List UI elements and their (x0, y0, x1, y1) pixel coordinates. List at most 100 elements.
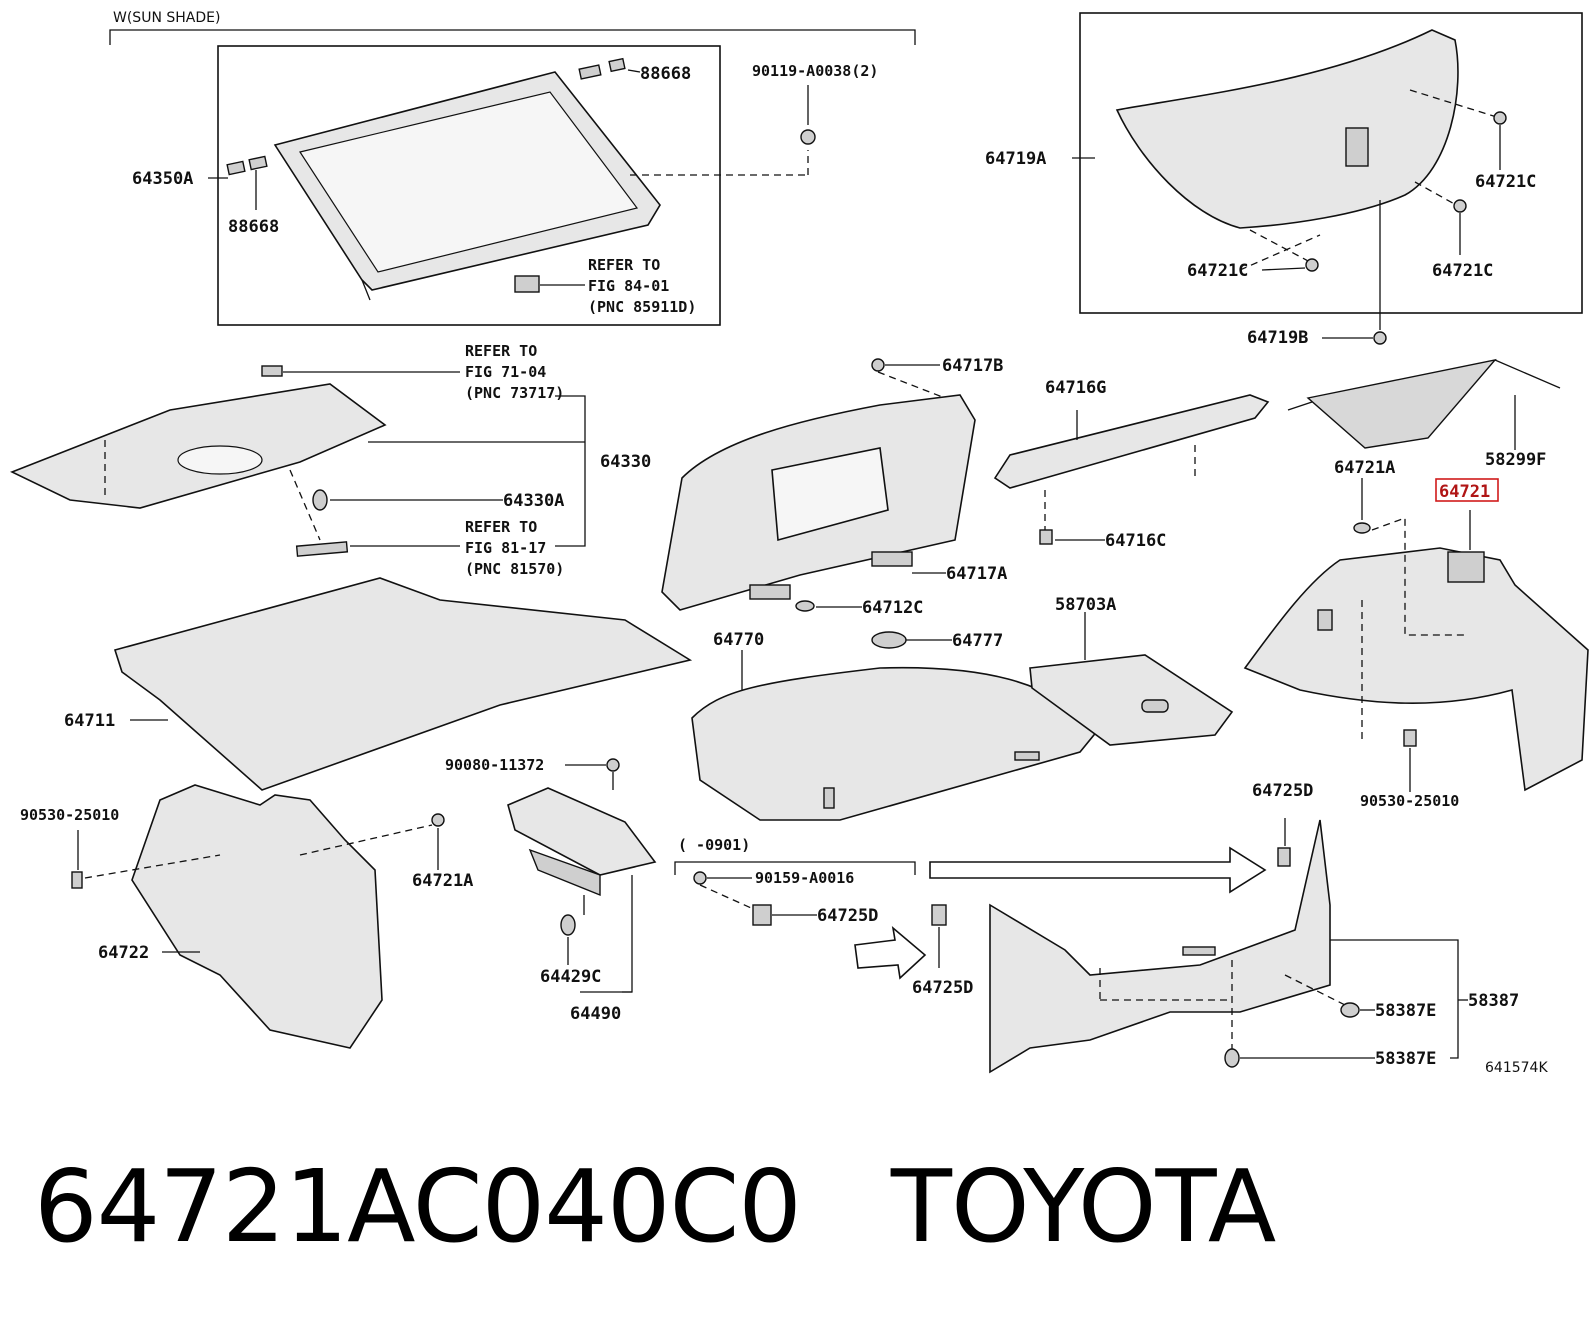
trunk-mat-64711[interactable] (113, 577, 693, 791)
cap-64777 (871, 631, 907, 649)
bracket-64725d-a (752, 904, 772, 926)
label-64490: 64490 (570, 1004, 621, 1024)
label-58703a: 58703A (1055, 595, 1116, 615)
label-64717a: 64717A (946, 564, 1007, 584)
label-64721a-left: 64721A (412, 871, 473, 891)
cargo-net-58299f[interactable] (1306, 358, 1497, 449)
trim-64716g[interactable] (993, 394, 1270, 489)
label-64777: 64777 (952, 631, 1003, 651)
caption: 64721AC040C0 TOYOTA (34, 1148, 1276, 1265)
bracket-64725d-b (931, 904, 947, 926)
label-64330: 64330 (600, 452, 651, 472)
package-tray-64330[interactable] (10, 383, 387, 509)
refer-81-line1: REFER TO (465, 518, 537, 536)
bolt-90530-left (71, 871, 83, 889)
bolt-90080 (606, 758, 620, 772)
label-88668-top: 88668 (640, 64, 691, 84)
refer-81-line3: (PNC 81570) (465, 560, 564, 578)
storage-box-64490[interactable] (507, 787, 657, 876)
clip-64330a (312, 489, 328, 511)
label-64716c: 64716C (1105, 531, 1166, 551)
clip-64719b (1373, 331, 1387, 345)
label-64719a: 64719A (985, 149, 1046, 169)
clip-64721a-left (431, 813, 445, 827)
package-tray-group: REFER TO FIG 71-04 (PNC 73717) 64330 643… (10, 342, 651, 578)
trim-64716g-group: 64716G 64716C (993, 378, 1270, 551)
sun-shade-frame (217, 45, 721, 326)
side-trim-64721[interactable] (1243, 547, 1589, 792)
figure-code: 641574K (1485, 1060, 1548, 1076)
bolt-90159 (693, 871, 707, 885)
bracket-64725d-c (1277, 847, 1291, 867)
label-64770: 64770 (713, 630, 764, 650)
refer-71-line3: (PNC 73717) (465, 384, 564, 402)
refer-71-line2: FIG 71-04 (465, 363, 546, 381)
bolt-90530-right (1403, 729, 1417, 747)
trunk-sill-trim-58387[interactable] (989, 819, 1331, 1074)
side-trim-64722[interactable] (131, 784, 383, 1049)
clip-64721c-b (1453, 199, 1467, 213)
clip-64721c-a (1493, 111, 1507, 125)
sun-shade-group-label: W(SUN SHADE) (113, 10, 220, 26)
hook-64717a (871, 551, 913, 567)
mat-58703a[interactable] (1029, 654, 1234, 746)
label-64721c-a: 64721C (1475, 172, 1536, 192)
lid-handle (1345, 127, 1369, 167)
label-88668-bottom: 88668 (228, 217, 279, 237)
floor-board-group: 64770 (691, 630, 1100, 821)
side-trim-pocket (1447, 551, 1485, 583)
label-64722: 64722 (98, 943, 149, 963)
clip-88668-top-b (608, 57, 626, 73)
bolt-90119 (800, 129, 816, 145)
light-bracket (295, 541, 349, 557)
cargo-net-group: 58299F (1287, 358, 1561, 470)
trunk-lid-trim-64719a[interactable] (1115, 29, 1459, 229)
arrow-to-64725d (929, 846, 1267, 894)
label-64721a-right: 64721A (1334, 458, 1395, 478)
sun-shade-switch (514, 275, 540, 293)
label-90080: 90080-11372 (445, 756, 544, 774)
sill-trim-group: 64725D 64725D 58387E 58387E 58387 (912, 781, 1519, 1074)
trunk-lid-trim-group: 64719A 64721C 64721C 64721C 64719B (985, 12, 1583, 348)
label-64429c: 64429C (540, 967, 601, 987)
clip-64429c (560, 914, 576, 936)
sun-shade-group: W(SUN SHADE) 88668 88668 64350A 90119-A0… (109, 10, 916, 326)
label-58387: 58387 (1468, 991, 1519, 1011)
label-64725d-a: 64725D (817, 906, 878, 926)
tray-bracket (261, 365, 283, 377)
label-90159: 90159-A0016 (755, 869, 854, 887)
label-64717b: 64717B (942, 356, 1003, 376)
label-90119: 90119-A0038(2) (752, 62, 878, 80)
refer-81-line2: FIG 81-17 (465, 539, 546, 557)
label-64712c: 64712C (862, 598, 923, 618)
label-range-0901: ( -0901) (678, 836, 750, 854)
clip-64721c-c (1305, 258, 1319, 272)
label-58387e-b: 58387E (1375, 1049, 1436, 1069)
refer-84-line1: REFER TO (588, 256, 660, 274)
clip-64716c (1039, 529, 1053, 545)
label-64350a: 64350A (132, 169, 193, 189)
highlight-box-64721 (1435, 478, 1499, 502)
side-trim-64721-group: 64721A 64721 90530-25010 (1243, 458, 1589, 810)
clip-58387e-b (1224, 1048, 1240, 1068)
label-64719b: 64719B (1247, 328, 1308, 348)
refer-84-line3: (PNC 85911D) (588, 298, 696, 316)
label-90530-right: 90530-25010 (1360, 792, 1459, 810)
side-trim-64722-group: 90530-25010 64721A 64722 (20, 784, 473, 1049)
label-64725d-c: 64725D (1252, 781, 1313, 801)
clip-88668-left (226, 160, 246, 176)
caption-part-number: 64721AC040C0 (34, 1148, 802, 1265)
refer-84-line2: FIG 84-01 (588, 277, 669, 295)
trunk-lid-frame (1079, 12, 1583, 314)
cap-64712c (795, 600, 815, 612)
label-90530-left: 90530-25010 (20, 806, 119, 824)
clip-58387e-a (1340, 1002, 1360, 1018)
refer-71-line1: REFER TO (465, 342, 537, 360)
label-64711: 64711 (64, 711, 115, 731)
label-64721c-c: 64721C (1187, 261, 1248, 281)
clip-88668-top (578, 64, 602, 80)
caption-brand: TOYOTA (890, 1148, 1276, 1265)
rear-panel-group: 64717B 64717A 64712C 64777 (661, 356, 1007, 651)
label-64721c-b: 64721C (1432, 261, 1493, 281)
